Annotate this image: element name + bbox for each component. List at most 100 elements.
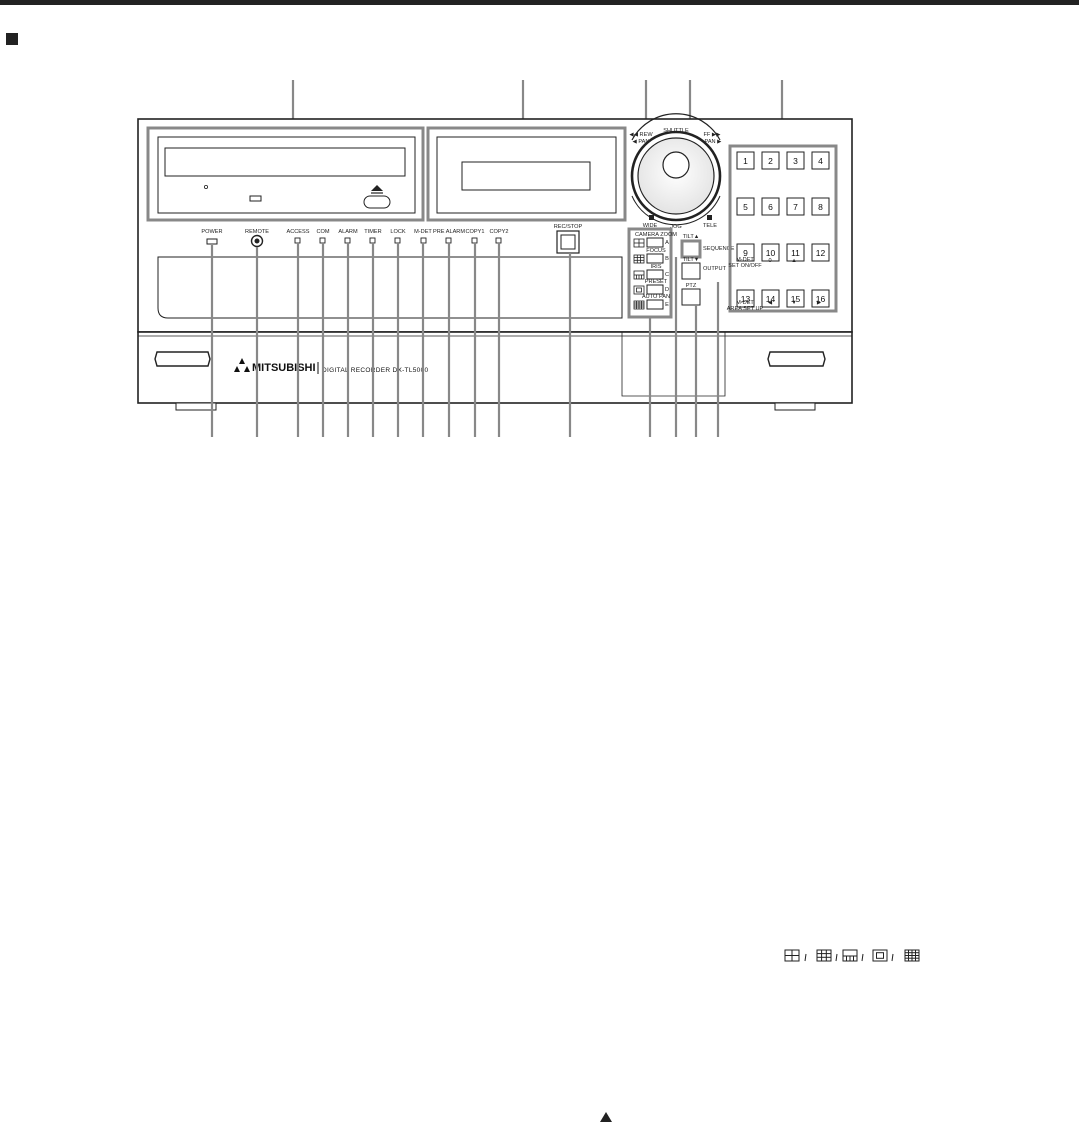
sublabel-k13-line1: M-DET — [736, 300, 754, 306]
key-sublabels: M-DET SET ON/OFF 0 ▲ M-DET AREA SET UP ◀… — [727, 257, 822, 312]
section-bullet-icon — [6, 33, 18, 45]
split-button-b[interactable] — [646, 253, 664, 264]
key-label-10: 10 — [766, 248, 776, 258]
display-window — [426, 126, 627, 222]
sublabel-k16: ▶ — [817, 300, 822, 306]
model-name: DIGITAL RECORDER DX-TL5000 — [322, 367, 428, 374]
split-labels: CAMERA ZOOM FOCUS IRIS PRESET AUTO PAN A… — [635, 232, 677, 308]
key-label-15: 15 — [791, 294, 801, 304]
disc-drive-bay — [146, 126, 425, 222]
key-label-14: 14 — [766, 294, 776, 304]
indicator-label-com: COM — [316, 229, 329, 235]
key-9[interactable] — [736, 243, 755, 262]
indicator-label-power: POWER — [201, 229, 222, 235]
tilt-up-button[interactable] — [680, 239, 702, 259]
top-rule — [0, 0, 1079, 5]
key-4[interactable] — [811, 151, 830, 170]
key-8[interactable] — [811, 197, 830, 216]
key-1[interactable] — [736, 151, 755, 170]
letter-b: B — [665, 256, 669, 262]
letter-a: A — [665, 240, 669, 246]
sublabel-k15: ▼ — [791, 300, 797, 306]
key-10[interactable] — [761, 243, 780, 262]
ff-label: FF ▶▶ — [704, 132, 722, 138]
wide-label: WIDE — [643, 223, 658, 229]
focus-label: FOCUS — [646, 248, 666, 254]
letter-c: C — [665, 272, 669, 278]
pan-right-label: PAN ▶ — [705, 139, 723, 145]
key-label-5: 5 — [743, 202, 748, 212]
key-label-9: 9 — [743, 248, 748, 258]
letter-e: E — [665, 302, 669, 308]
sublabel-k9-line1: M-DET — [736, 257, 754, 263]
indicator-label-timer: TIMER — [364, 229, 381, 235]
split-button-c[interactable] — [646, 269, 664, 280]
power-lamp — [206, 238, 218, 245]
key-5[interactable] — [736, 197, 755, 216]
key-11[interactable] — [786, 243, 805, 262]
key-label-16: 16 — [816, 294, 826, 304]
tilt-up-label: TILT▲ — [683, 234, 700, 240]
tele-label: TELE — [703, 223, 717, 229]
letter-d: D — [665, 287, 669, 293]
tilt-down-button[interactable] — [681, 262, 701, 280]
indicator-label-copy1: COPY1 — [466, 229, 485, 235]
front-grips — [154, 351, 826, 367]
preset-label: PRESET — [645, 279, 668, 285]
key-2[interactable] — [761, 151, 780, 170]
indicator-labels: POWER REMOTE ACCESS COM ALARM TIMER LOCK… — [201, 229, 508, 235]
sublabel-k10: 0 — [768, 258, 771, 264]
mitsubishi-logo-icon — [234, 358, 250, 372]
ptz-button[interactable] — [681, 288, 701, 306]
brand-name: MITSUBISHI — [252, 362, 316, 374]
sublabel-k9-line2: SET ON/OFF — [728, 263, 762, 269]
rew-label: ◀◀ REW — [629, 132, 653, 138]
split-button-e[interactable] — [646, 299, 664, 310]
sublabel-k13-line2: AREA SET UP — [727, 306, 764, 312]
iris-label: IRIS — [651, 264, 662, 270]
split-layout-icons — [784, 949, 920, 962]
key-14[interactable] — [761, 289, 780, 308]
split-button-d[interactable] — [646, 284, 664, 295]
key-label-8: 8 — [818, 202, 823, 212]
indicator-label-mdet: M-DET — [414, 229, 432, 235]
sublabel-k11: ▲ — [791, 258, 797, 264]
sublabel-k14: ◀ — [768, 300, 773, 306]
key-label-1: 1 — [743, 156, 748, 166]
indicator-label-copy2: COPY2 — [490, 229, 509, 235]
key-label-4: 4 — [818, 156, 823, 166]
shuttle-label: SHUTTLE — [663, 128, 689, 134]
indicator-label-alarm: ALARM — [338, 229, 358, 235]
rec-stop-label: REC/STOP — [554, 224, 583, 230]
camera-zoom-label: CAMERA ZOOM — [635, 232, 677, 238]
output-label: OUTPUT — [703, 266, 727, 272]
key-15[interactable] — [786, 289, 805, 308]
key-13[interactable] — [736, 289, 755, 308]
ptz-controls — [680, 239, 702, 306]
indicator-label-prealarm: PRE ALARM — [433, 229, 465, 235]
key-12[interactable] — [811, 243, 830, 262]
triangle-up-icon — [600, 1112, 612, 1122]
indicator-label-lock: LOCK — [390, 229, 406, 235]
key-7[interactable] — [786, 197, 805, 216]
sequence-label: SEQUENCE — [703, 246, 735, 252]
auto-pan-label: AUTO PAN — [642, 294, 670, 300]
split-button-a[interactable] — [646, 237, 664, 248]
key-6[interactable] — [761, 197, 780, 216]
key-label-6: 6 — [768, 202, 773, 212]
key-3[interactable] — [786, 151, 805, 170]
jog-shuttle-dial[interactable] — [630, 113, 722, 226]
key-label-11: 11 — [791, 248, 800, 258]
rec-stop-button[interactable] — [556, 230, 580, 254]
tilt-down-label: TILT▼ — [683, 257, 700, 263]
indicator-label-access: ACCESS — [286, 229, 309, 235]
indicator-lamps — [206, 234, 502, 248]
key-label-12: 12 — [816, 248, 826, 258]
jog-label: JOG — [670, 224, 682, 230]
key-16[interactable] — [811, 289, 830, 308]
bottom-callout-lines — [210, 243, 720, 437]
key-label-13: 13 — [741, 294, 751, 304]
ptz-labels: TILT▲ SEQUENCE TILT▼ OUTPUT PTZ — [683, 234, 735, 289]
